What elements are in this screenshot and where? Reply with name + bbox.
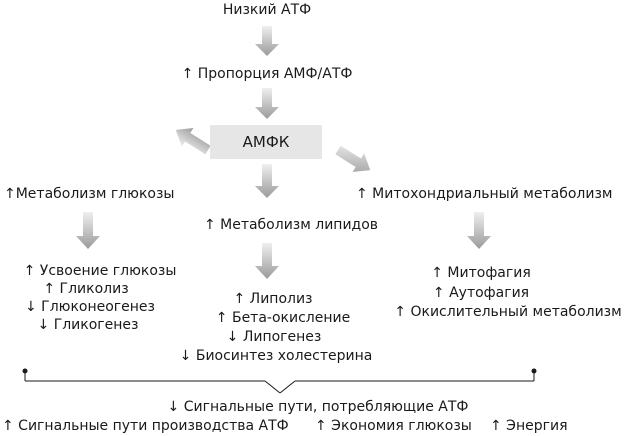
glucose-item: ↑ Гликолиз xyxy=(43,281,129,297)
bracket-dot-right xyxy=(531,368,537,374)
bracket-dot-left xyxy=(22,368,28,374)
mito-item: ↑ Аутофагия xyxy=(432,285,530,301)
glucose-saving: ↑ Экономия глюкозы xyxy=(315,418,472,434)
arrow-ampk-to-lipid xyxy=(255,164,279,198)
energy: ↑ Энергия xyxy=(490,418,568,434)
lipid-metabolism-title: ↑ Метаболизм липидов xyxy=(203,217,379,233)
mito-metabolism-title: ↑ Митохондриальный метаболизм xyxy=(356,186,613,202)
lipid-item: ↑ Липолиз xyxy=(233,291,313,307)
low-atp-label: Низкий АТФ xyxy=(222,2,312,18)
atp-producing-pathways: ↑ Сигнальные пути производства АТФ xyxy=(2,418,289,434)
glucose-item: ↓ Глюконеогенез xyxy=(25,299,155,315)
lipid-item: ↑ Бета-окисление xyxy=(215,310,351,326)
arrow-mito-down xyxy=(467,212,491,249)
glucose-item: ↑ Усвоение глюкозы xyxy=(23,263,177,279)
ampk-box: АМФК xyxy=(210,125,322,159)
arrow-lipid-down xyxy=(255,243,279,279)
arrow-ampk-to-mito xyxy=(335,145,371,173)
atp-consuming-pathways: ↓ Сигнальные пути, потребляющие АТФ xyxy=(167,399,469,415)
arrow-ampk-to-glucose xyxy=(175,127,211,155)
bracket xyxy=(24,371,535,394)
lipid-item: ↓ Липогенез xyxy=(226,329,322,345)
amp-atp-ratio-label: ↑ Пропорция АМФ/АТФ xyxy=(181,66,353,82)
arrow-lowatp-to-ratio xyxy=(255,26,279,56)
mito-item: ↑ Окислительный метаболизм xyxy=(394,304,622,320)
lipid-item: ↓ Биосинтез холестерина xyxy=(179,348,373,364)
mito-item: ↑ Митофагия xyxy=(431,265,531,281)
glucose-metabolism-title: ↑Метаболизм глюкозы xyxy=(4,186,175,202)
ampk-label: АМФК xyxy=(242,133,290,151)
arrow-ratio-to-ampk xyxy=(255,88,279,119)
glucose-item: ↓ Гликогенез xyxy=(37,317,139,333)
arrow-glucose-down xyxy=(76,212,100,249)
